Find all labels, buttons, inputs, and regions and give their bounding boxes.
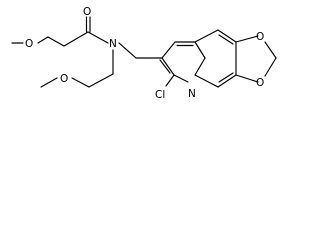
ether-oxygen-bottom-label: O [60, 73, 68, 85]
atom-labels: O O N O Cl N O O [25, 6, 264, 101]
chlorine-label: Cl [155, 89, 165, 101]
bond [218, 34, 234, 45]
bond [173, 74, 189, 83]
amide-nitrogen-label: N [109, 38, 117, 50]
bond [264, 41, 277, 59]
bond [194, 57, 206, 76]
bond [37, 36, 49, 44]
bond [47, 36, 65, 47]
bond [71, 77, 90, 88]
bond [235, 35, 259, 43]
bond [194, 29, 219, 43]
bond [87, 31, 109, 44]
bond [88, 73, 114, 88]
bond [235, 74, 259, 83]
bond [159, 59, 171, 74]
bond [161, 57, 175, 76]
dioxole-oxygen-bottom-label: O [256, 77, 264, 89]
dioxole-oxygen-top-label: O [256, 31, 264, 43]
bond [217, 74, 237, 88]
bond [194, 41, 206, 59]
carbonyl-oxygen-label: O [83, 6, 91, 18]
bond [161, 41, 176, 59]
bond [40, 77, 58, 88]
bond [118, 42, 137, 59]
bond [63, 31, 89, 47]
ether-oxygen-left-label: O [25, 38, 33, 50]
bond [165, 74, 175, 87]
bond [217, 29, 237, 43]
bond [264, 57, 277, 77]
ring-nitrogen-label: N [188, 88, 196, 100]
chemical-structure: O O N O Cl N O O [11, 6, 277, 101]
bond [194, 74, 219, 88]
bonds [11, 16, 277, 88]
bond [218, 72, 234, 83]
